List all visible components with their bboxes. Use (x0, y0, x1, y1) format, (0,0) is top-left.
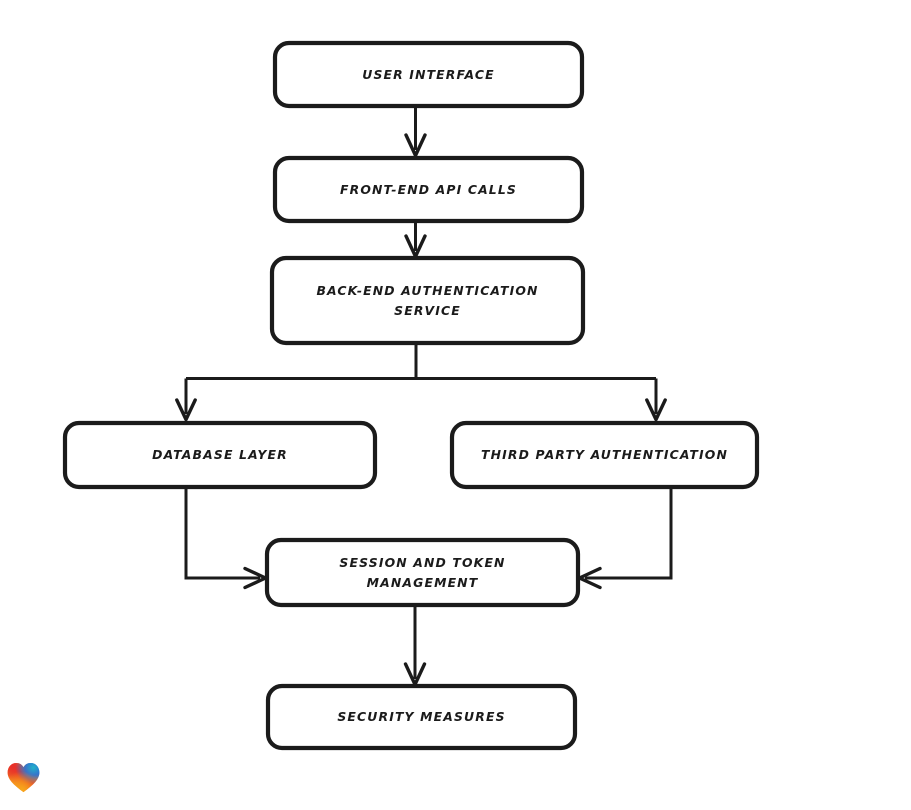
heart-logo-icon[interactable] (7, 762, 40, 793)
node-session-and-token-management-label: SESSION AND TOKEN MANAGEMENT (273, 543, 572, 602)
node-database-layer[interactable]: DATABASE LAYER (62, 420, 378, 490)
node-label-line: MANAGEMENT (366, 574, 479, 590)
edge-database-to-session (184, 487, 268, 590)
arrowhead-down-icon (404, 133, 427, 158)
edge-backend-branch-bus (186, 343, 656, 380)
node-security-measures[interactable]: SECURITY MEASURES (265, 683, 578, 751)
node-label-line: FRONT-END API CALLS (340, 181, 517, 197)
node-back-end-authentication-service[interactable]: BACK-END AUTHENTICATION SERVICE (269, 255, 586, 346)
edge-api-to-backend (404, 221, 427, 259)
node-label-line: USER INTERFACE (362, 66, 495, 82)
heart-logo-fill (7, 762, 40, 793)
node-front-end-api-calls[interactable]: FRONT-END API CALLS (272, 155, 585, 224)
edge-backend-to-database (175, 378, 197, 422)
node-label-line: DATABASE LAYER (152, 447, 288, 463)
node-third-party-authentication-box[interactable] (449, 420, 760, 490)
node-label-line: BACK-END AUTHENTICATION (316, 283, 539, 299)
edge-ui-to-api (404, 106, 427, 158)
node-security-measures-label: SECURITY MEASURES (274, 689, 569, 745)
node-user-interface-box[interactable] (272, 40, 585, 109)
node-third-party-authentication[interactable]: THIRD PARTY AUTHENTICATION (449, 420, 760, 490)
node-session-and-token-management[interactable]: SESSION AND TOKEN MANAGEMENT (264, 537, 581, 608)
node-back-end-authentication-service-box[interactable] (269, 255, 586, 346)
node-third-party-authentication-label: THIRD PARTY AUTHENTICATION (458, 426, 751, 484)
node-label-line: THIRD PARTY AUTHENTICATION (481, 447, 728, 463)
node-database-layer-label: DATABASE LAYER (71, 426, 369, 484)
node-label-line: SESSION AND TOKEN (339, 555, 506, 571)
node-session-and-token-management-box[interactable] (264, 537, 581, 608)
node-label-multiline: BACK-END AUTHENTICATION SERVICE (278, 281, 577, 319)
node-front-end-api-calls-label: FRONT-END API CALLS (281, 161, 576, 218)
arrowhead-down-icon (175, 398, 197, 422)
node-label-multiline: SESSION AND TOKEN MANAGEMENT (273, 553, 572, 591)
edge-session-to-security (403, 605, 427, 687)
node-security-measures-box[interactable] (265, 683, 578, 751)
node-user-interface[interactable]: USER INTERFACE (272, 40, 585, 109)
node-user-interface-label: USER INTERFACE (281, 46, 576, 103)
arrowhead-down-icon (645, 398, 667, 422)
node-database-layer-box[interactable] (62, 420, 378, 490)
edge-backend-to-thirdparty (645, 378, 667, 422)
node-front-end-api-calls-box[interactable] (272, 155, 585, 224)
node-back-end-authentication-service-label: BACK-END AUTHENTICATION SERVICE (278, 261, 577, 340)
node-label-line: SERVICE (394, 302, 461, 318)
edge-thirdparty-to-session (577, 487, 673, 590)
node-label-line: SECURITY MEASURES (337, 709, 506, 725)
